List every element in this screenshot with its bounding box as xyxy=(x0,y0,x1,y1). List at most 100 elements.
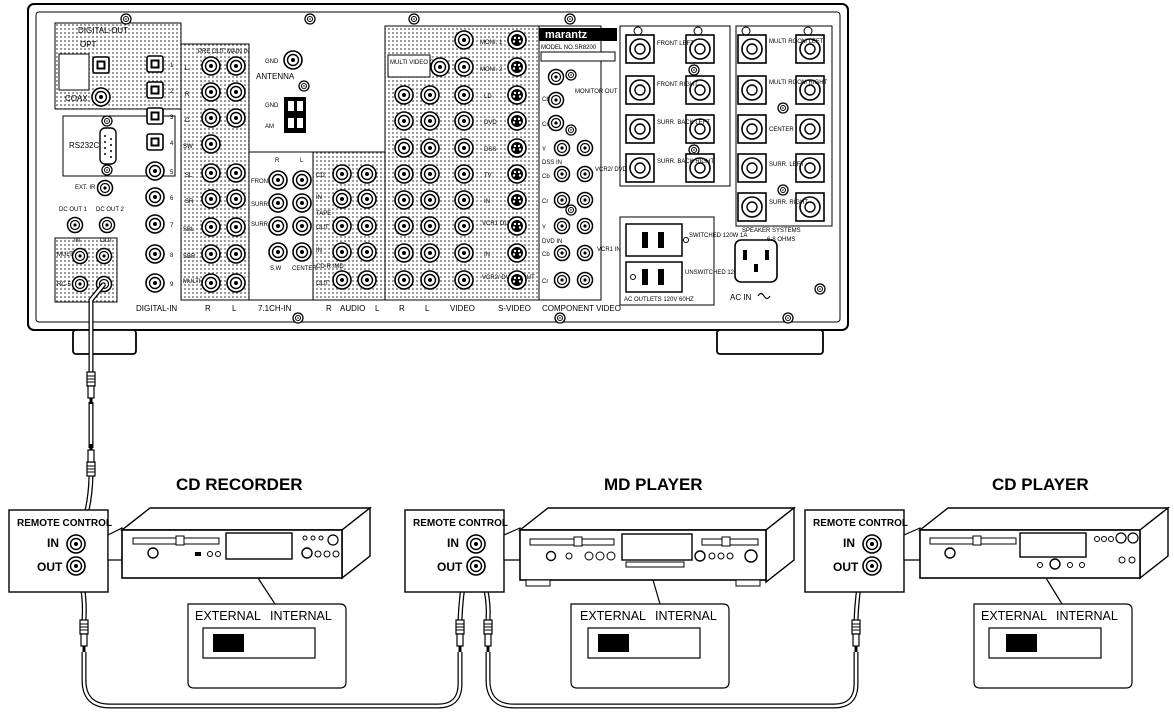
sw-label: S.W xyxy=(270,266,282,272)
switched-outlet xyxy=(626,224,682,256)
external-label: EXTERNAL xyxy=(981,609,1047,623)
cr-label: Cr xyxy=(542,279,548,285)
audio-l-jack xyxy=(421,244,439,262)
rc-out-label: OUT xyxy=(37,560,63,574)
screw-icon xyxy=(566,205,576,215)
cb-label: Cb xyxy=(542,174,550,180)
audio-jack xyxy=(358,271,376,289)
component-jack xyxy=(578,246,593,261)
audio-row-label: IN xyxy=(316,248,322,254)
y-label: Y xyxy=(542,225,546,231)
multi-room-left-label: MULTI ROOM LEFT xyxy=(769,39,824,45)
screw-icon xyxy=(299,81,309,91)
video-jack xyxy=(455,58,473,76)
svideo-jack xyxy=(508,31,526,49)
vcr1-in-label: VCR1 IN xyxy=(597,247,621,253)
video-jack xyxy=(455,31,473,49)
internal-label: INTERNAL xyxy=(655,609,717,623)
video-jack xyxy=(455,112,473,130)
screw-icon xyxy=(305,14,315,24)
speaker-terminal xyxy=(796,193,824,221)
main-in-jack xyxy=(227,245,245,263)
dc-out-1-label: DC OUT 1 xyxy=(59,207,88,213)
audio-l-jack xyxy=(421,139,439,157)
r-label: R xyxy=(275,158,280,164)
audio-l-jack xyxy=(421,112,439,130)
audio-jack xyxy=(333,243,351,261)
video-row-label: IN xyxy=(484,199,490,205)
component-jack xyxy=(549,70,564,85)
component-jack xyxy=(555,141,570,156)
speaker-terminal xyxy=(738,35,766,63)
ext-ir-jack xyxy=(98,181,113,196)
main-in-jack xyxy=(227,164,245,182)
cb-label: Cb xyxy=(542,252,550,258)
audio-l-jack xyxy=(421,86,439,104)
rc5-in-jack xyxy=(73,277,88,292)
digital-in-coax-9 xyxy=(146,274,164,292)
surr-back-left-label: SURR. BACK LEFT xyxy=(657,120,710,126)
ch71-jack xyxy=(293,194,311,212)
multi-room-right-label: MULTI ROOM RIGHT xyxy=(769,80,828,86)
video-label: VIDEO xyxy=(450,304,475,313)
external-label: EXTERNAL xyxy=(580,609,646,623)
plug-icon xyxy=(80,620,88,652)
main-in-jack xyxy=(227,57,245,75)
svideo-jack xyxy=(508,165,526,183)
audio-label: AUDIO xyxy=(340,304,365,313)
cr-label: Cr xyxy=(542,199,548,205)
digital-in-opt-1 xyxy=(147,56,163,72)
audio-row-label: CD xyxy=(316,173,325,179)
receiver-rear-panel: DIGITAL-OUT OPT COAX RS232C EXT. IR OUT … xyxy=(28,4,848,354)
audio-r-jack xyxy=(395,165,413,183)
am-label: AM xyxy=(265,124,274,130)
switch-knob xyxy=(1006,634,1037,652)
speaker-terminal xyxy=(796,154,824,182)
svideo-label: S-VIDEO xyxy=(498,304,531,313)
audio-jack xyxy=(333,271,351,289)
ac-inlet xyxy=(735,240,777,282)
digital-in-coax-5 xyxy=(146,162,164,180)
multi-out-label: OUT xyxy=(100,238,113,244)
component-jack xyxy=(555,167,570,182)
pre-out-jack xyxy=(202,109,220,127)
opt-label: OPT xyxy=(80,40,97,49)
screw-icon xyxy=(409,14,419,24)
rc-out-label: OUT xyxy=(437,560,463,574)
ch71-jack xyxy=(269,194,287,212)
screw-icon xyxy=(815,284,825,294)
l-label: L xyxy=(232,304,237,313)
pre-channel-label: SBL xyxy=(183,227,195,233)
device-title: CD RECORDER xyxy=(176,475,303,494)
component-jack xyxy=(555,193,570,208)
center-label: CENTER xyxy=(769,127,794,133)
rs232c-port xyxy=(100,128,116,164)
video-jack xyxy=(431,58,449,76)
svideo-jack xyxy=(508,191,526,209)
digital-in-label: DIGITAL-IN xyxy=(136,304,177,313)
component-jack xyxy=(555,273,570,288)
speaker-terminal xyxy=(796,115,824,143)
brand-logo: marantz xyxy=(545,29,588,41)
plug-icon xyxy=(852,620,860,652)
plug-icon xyxy=(87,444,95,476)
front-left-label: FRONT LEFT xyxy=(657,41,694,47)
speaker-terminal xyxy=(626,154,654,182)
rc-out-jack xyxy=(467,557,485,575)
audio-jack xyxy=(333,217,351,235)
gnd-label: GND xyxy=(265,59,279,65)
audio-row-label: TAPE xyxy=(316,211,331,217)
l-label: L xyxy=(375,304,380,313)
audio-jack xyxy=(358,190,376,208)
video-jack xyxy=(455,139,473,157)
svideo-jack xyxy=(508,217,526,235)
display-panel xyxy=(226,533,292,559)
audio-l-jack xyxy=(421,191,439,209)
component-jack xyxy=(555,246,570,261)
ch71-jack xyxy=(293,171,311,189)
fm-antenna-jack xyxy=(284,51,302,69)
screw-icon xyxy=(778,103,788,113)
pre-out-jack xyxy=(202,135,220,153)
screw-icon xyxy=(102,165,112,175)
rc-in-jack xyxy=(863,535,881,553)
